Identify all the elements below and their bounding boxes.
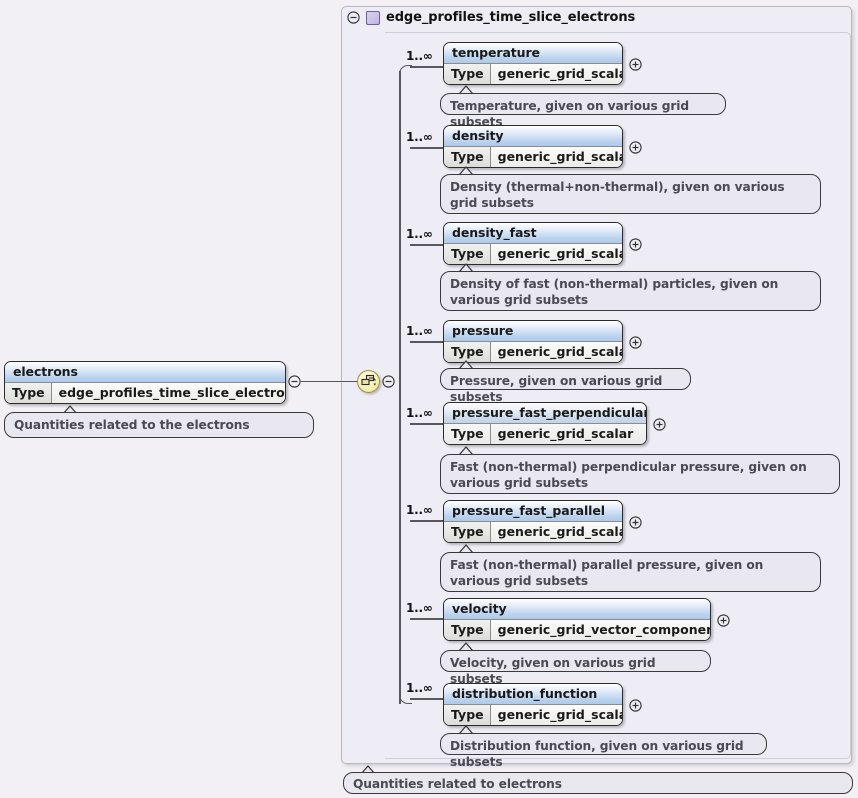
element-name: pressure_fast_parallel <box>444 501 622 521</box>
connector-branch <box>410 66 443 68</box>
annotation-electrons: Quantities related to the electrons <box>4 412 314 438</box>
cardinality-label: 1..∞ <box>406 406 433 420</box>
annotation-notch <box>458 446 474 455</box>
expand-plus-icon[interactable] <box>653 418 666 431</box>
annotation-density-fast: Density of fast (non-thermal) particles,… <box>440 271 821 311</box>
group-collapse-minus-icon[interactable] <box>347 11 360 24</box>
connector-branch <box>410 618 443 620</box>
expand-plus-icon[interactable] <box>629 516 642 529</box>
type-label: Type <box>444 705 491 725</box>
connector-root-to-sequence <box>301 380 358 383</box>
cardinality-label: 1..∞ <box>406 227 433 241</box>
cardinality-label: 1..∞ <box>406 324 433 338</box>
annotation-pressure-fast-perpendicular: Fast (non-thermal) perpendicular pressur… <box>440 454 840 494</box>
type-value: generic_grid_scalar <box>490 705 622 725</box>
element-name: temperature <box>444 43 622 63</box>
element-name: density <box>444 126 622 146</box>
expand-plus-icon[interactable] <box>629 238 642 251</box>
type-value: generic_grid_scalar <box>490 342 622 362</box>
element-name: distribution_function <box>444 684 622 704</box>
annotation-density: Density (thermal+non-thermal), given on … <box>440 174 821 214</box>
type-value: generic_grid_scalar <box>490 64 622 84</box>
type-label: Type <box>444 147 491 167</box>
type-value: generic_grid_scalar <box>490 522 622 542</box>
annotation-distribution-function: Distribution function, given on various … <box>440 733 767 769</box>
connector-branch <box>410 244 443 246</box>
sequence-collapse-minus-icon[interactable] <box>382 375 395 388</box>
annotation-notch <box>458 360 474 369</box>
expand-plus-icon[interactable] <box>629 699 642 712</box>
connector-branch <box>410 520 443 522</box>
cardinality-label: 1..∞ <box>406 601 433 615</box>
expand-plus-icon[interactable] <box>629 141 642 154</box>
expand-plus-icon[interactable] <box>717 614 730 627</box>
annotation-notch <box>458 544 474 553</box>
annotation-group: Quantities related to electrons <box>343 772 853 794</box>
tree-corner-bottom <box>399 691 412 704</box>
cardinality-label: 1..∞ <box>406 49 433 63</box>
annotation-temperature: Temperature, given on various grid subse… <box>440 93 726 129</box>
element-box-electrons[interactable]: electrons Type edge_profiles_time_slice_… <box>4 361 286 404</box>
connector-branch <box>410 341 443 343</box>
annotation-pressure-fast-parallel: Fast (non-thermal) parallel pressure, gi… <box>440 552 821 592</box>
root-collapse-minus-icon[interactable] <box>288 375 301 388</box>
annotation-notch <box>458 642 474 651</box>
type-value: edge_profiles_time_slice_electrons <box>51 383 285 403</box>
sequence-icon[interactable] <box>357 370 380 393</box>
element-name: pressure_fast_perpendicular <box>444 403 646 423</box>
cardinality-label: 1..∞ <box>406 681 433 695</box>
type-value: generic_grid_scalar <box>490 244 622 264</box>
type-label: Type <box>444 342 491 362</box>
annotation-notch <box>458 166 474 175</box>
cardinality-label: 1..∞ <box>406 503 433 517</box>
type-label: Type <box>444 522 491 542</box>
annotation-velocity: Velocity, given on various grid subsets <box>440 650 711 686</box>
connector-branch <box>410 698 443 700</box>
expand-plus-icon[interactable] <box>629 58 642 71</box>
annotation-notch <box>458 725 474 734</box>
group-header: edge_profiles_time_slice_electrons <box>347 10 635 25</box>
complex-type-square-icon <box>366 10 380 25</box>
connector-branch <box>410 423 443 425</box>
annotation-notch <box>458 263 474 272</box>
type-label: Type <box>444 64 491 84</box>
annotation-notch <box>458 85 474 94</box>
type-value: generic_grid_vector_components <box>490 620 710 640</box>
type-value: generic_grid_scalar <box>490 147 622 167</box>
type-label: Type <box>444 244 491 264</box>
connector-branch <box>410 147 443 149</box>
annotation-pressure: Pressure, given on various grid subsets <box>440 368 691 404</box>
element-name: velocity <box>444 599 710 619</box>
group-title: edge_profiles_time_slice_electrons <box>386 10 636 25</box>
cardinality-label: 1..∞ <box>406 130 433 144</box>
tree-trunk <box>399 71 401 704</box>
type-label: Type <box>444 620 491 640</box>
element-type-row: Type edge_profiles_time_slice_electrons <box>5 382 285 403</box>
element-name: pressure <box>444 321 622 341</box>
element-name: density_fast <box>444 223 622 243</box>
element-name: electrons <box>5 362 285 382</box>
expand-plus-icon[interactable] <box>629 336 642 349</box>
type-label: Type <box>5 383 52 403</box>
type-value: generic_grid_scalar <box>490 424 646 444</box>
type-label: Type <box>444 424 491 444</box>
